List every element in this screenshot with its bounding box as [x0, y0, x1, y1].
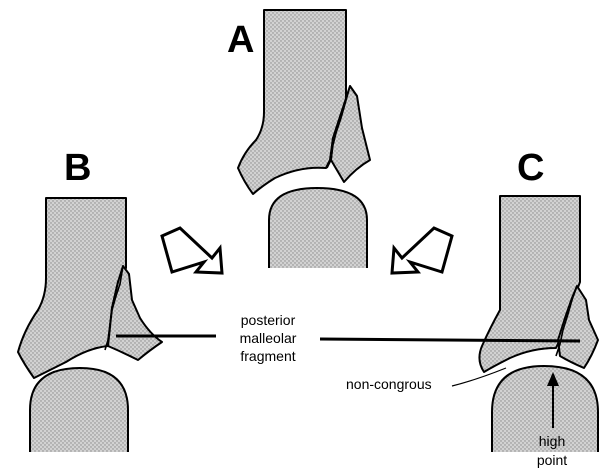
hollow-arrow-left-icon [162, 228, 222, 273]
high-point-label-line1: high [539, 433, 565, 449]
fragment-pointer-line-right [320, 339, 580, 341]
panel-b: B [18, 147, 162, 452]
panel-b-label: B [64, 147, 91, 189]
panel-a-label: A [227, 19, 254, 61]
non-congrous-label: non-congrous [346, 376, 432, 392]
panel-a: A [227, 10, 370, 268]
panel-c-label: C [517, 147, 544, 189]
fragment-label-line1: posterior [241, 312, 296, 328]
tibia-b [18, 198, 126, 378]
panel-c: C [479, 147, 598, 452]
fragment-label-line3: fragment [240, 348, 295, 364]
non-congrous-pointer [452, 368, 506, 386]
fragment-label-line2: malleolar [240, 330, 297, 346]
hollow-arrow-right-icon [392, 228, 452, 273]
talus-a [269, 188, 367, 268]
talus-b [30, 368, 128, 452]
high-point-label-line2: point [537, 452, 567, 468]
